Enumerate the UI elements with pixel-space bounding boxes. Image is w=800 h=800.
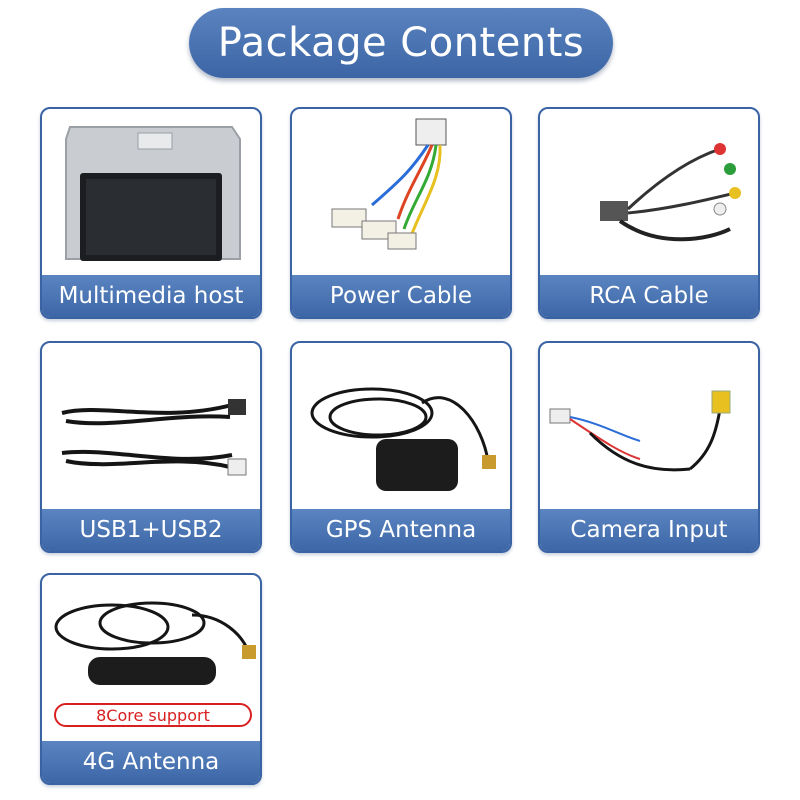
item-label: GPS Antenna [325,517,477,543]
item-label-bar: Multimedia host [42,275,260,317]
feature-badge: 8Core support [54,703,252,727]
item-label-bar: RCA Cable [540,275,758,317]
item-label-bar: USB1+USB2 [42,509,260,551]
item-label: RCA Cable [589,283,709,309]
item-card-usb: USB1+USB2 [40,341,262,553]
4g-antenna-image [42,575,260,741]
gps-antenna-image [292,343,510,509]
feature-badge-text: 8Core support [96,705,210,725]
item-card-gps-antenna: GPS Antenna [290,341,512,553]
page-title-banner: Package Contents [189,8,613,78]
power-cable-image [292,109,510,275]
multimedia-host-image [42,109,260,275]
item-card-camera-input: Camera Input [538,341,760,553]
item-label-bar: Power Cable [292,275,510,317]
rca-cable-image [540,109,758,275]
item-card-power-cable: Power Cable [290,107,512,319]
page-title: Package Contents [217,20,585,66]
item-label: Power Cable [329,283,473,309]
item-card-multimedia-host: Multimedia host [40,107,262,319]
item-label-bar: GPS Antenna [292,509,510,551]
item-label: Camera Input [570,517,728,543]
item-card-4g-antenna: 8Core support 4G Antenna [40,573,262,785]
item-label: USB1+USB2 [79,517,223,543]
item-label: 4G Antenna [82,749,220,775]
camera-input-cable-image [540,343,758,509]
usb-cables-image [42,343,260,509]
item-label-bar: Camera Input [540,509,758,551]
item-label-bar: 4G Antenna [42,741,260,783]
item-label: Multimedia host [58,283,244,309]
item-card-rca-cable: RCA Cable [538,107,760,319]
